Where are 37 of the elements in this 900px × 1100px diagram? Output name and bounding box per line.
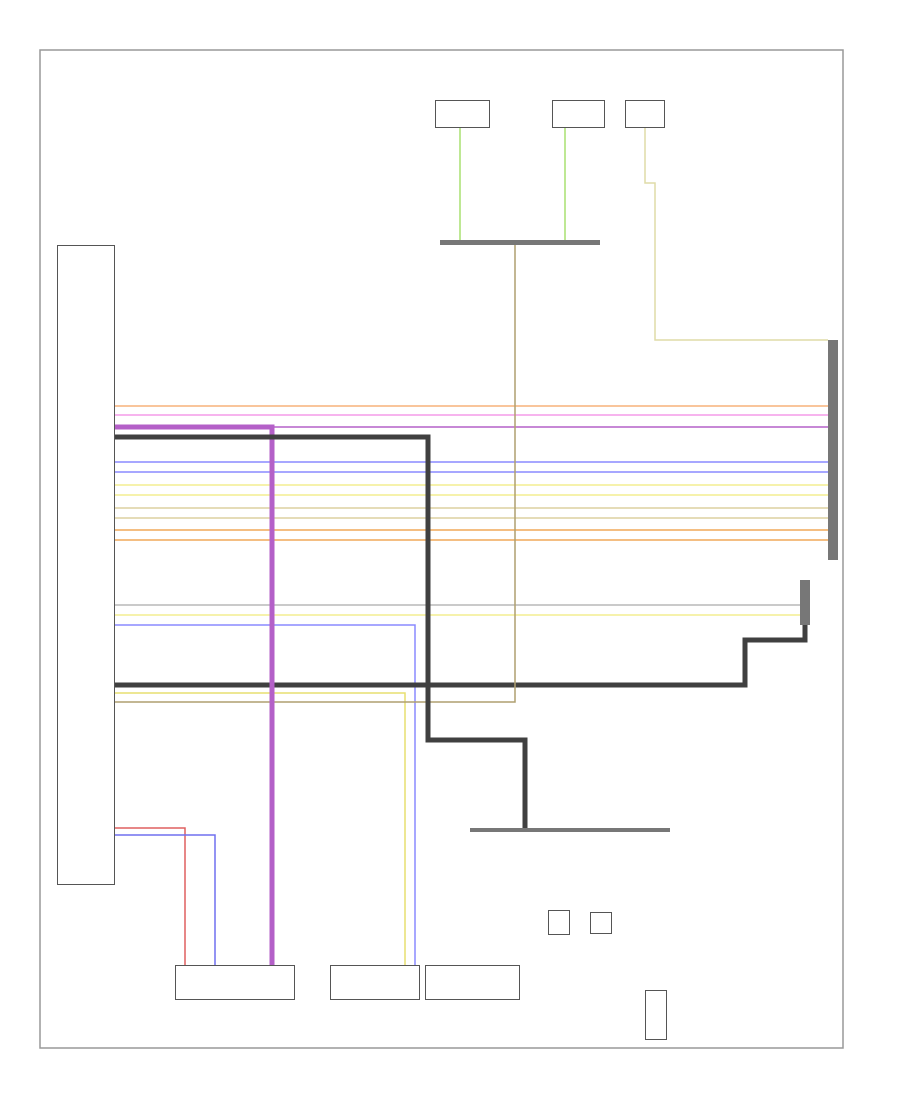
wire xyxy=(114,517,829,519)
wire xyxy=(114,405,829,407)
wire xyxy=(114,414,829,416)
wire xyxy=(114,827,186,966)
wire xyxy=(114,244,516,703)
component-box xyxy=(552,100,605,128)
wire xyxy=(114,529,829,531)
wire xyxy=(114,834,216,966)
component-box xyxy=(175,965,295,1000)
wire xyxy=(644,127,829,341)
component-box xyxy=(435,100,490,128)
wire xyxy=(115,625,808,688)
wire xyxy=(115,434,528,828)
component-box xyxy=(645,990,667,1040)
wire xyxy=(114,624,416,966)
wire xyxy=(114,484,829,486)
wire xyxy=(114,692,406,966)
wire xyxy=(459,127,461,241)
bus-bar xyxy=(828,340,838,560)
bus-bar xyxy=(800,580,810,625)
component-box xyxy=(625,100,665,128)
wire xyxy=(114,471,829,473)
component-box xyxy=(330,965,420,1000)
component-box xyxy=(590,912,612,934)
component-box xyxy=(57,245,115,885)
wire xyxy=(114,494,829,496)
wire xyxy=(114,604,801,606)
wire xyxy=(114,614,801,616)
component-box xyxy=(425,965,520,1000)
wire xyxy=(115,424,275,965)
bus-bar xyxy=(440,240,600,245)
bus-bar xyxy=(470,828,670,832)
wire xyxy=(114,507,829,509)
component-box xyxy=(548,910,570,935)
wire xyxy=(114,461,829,463)
wire xyxy=(564,127,566,241)
wire xyxy=(114,539,829,541)
